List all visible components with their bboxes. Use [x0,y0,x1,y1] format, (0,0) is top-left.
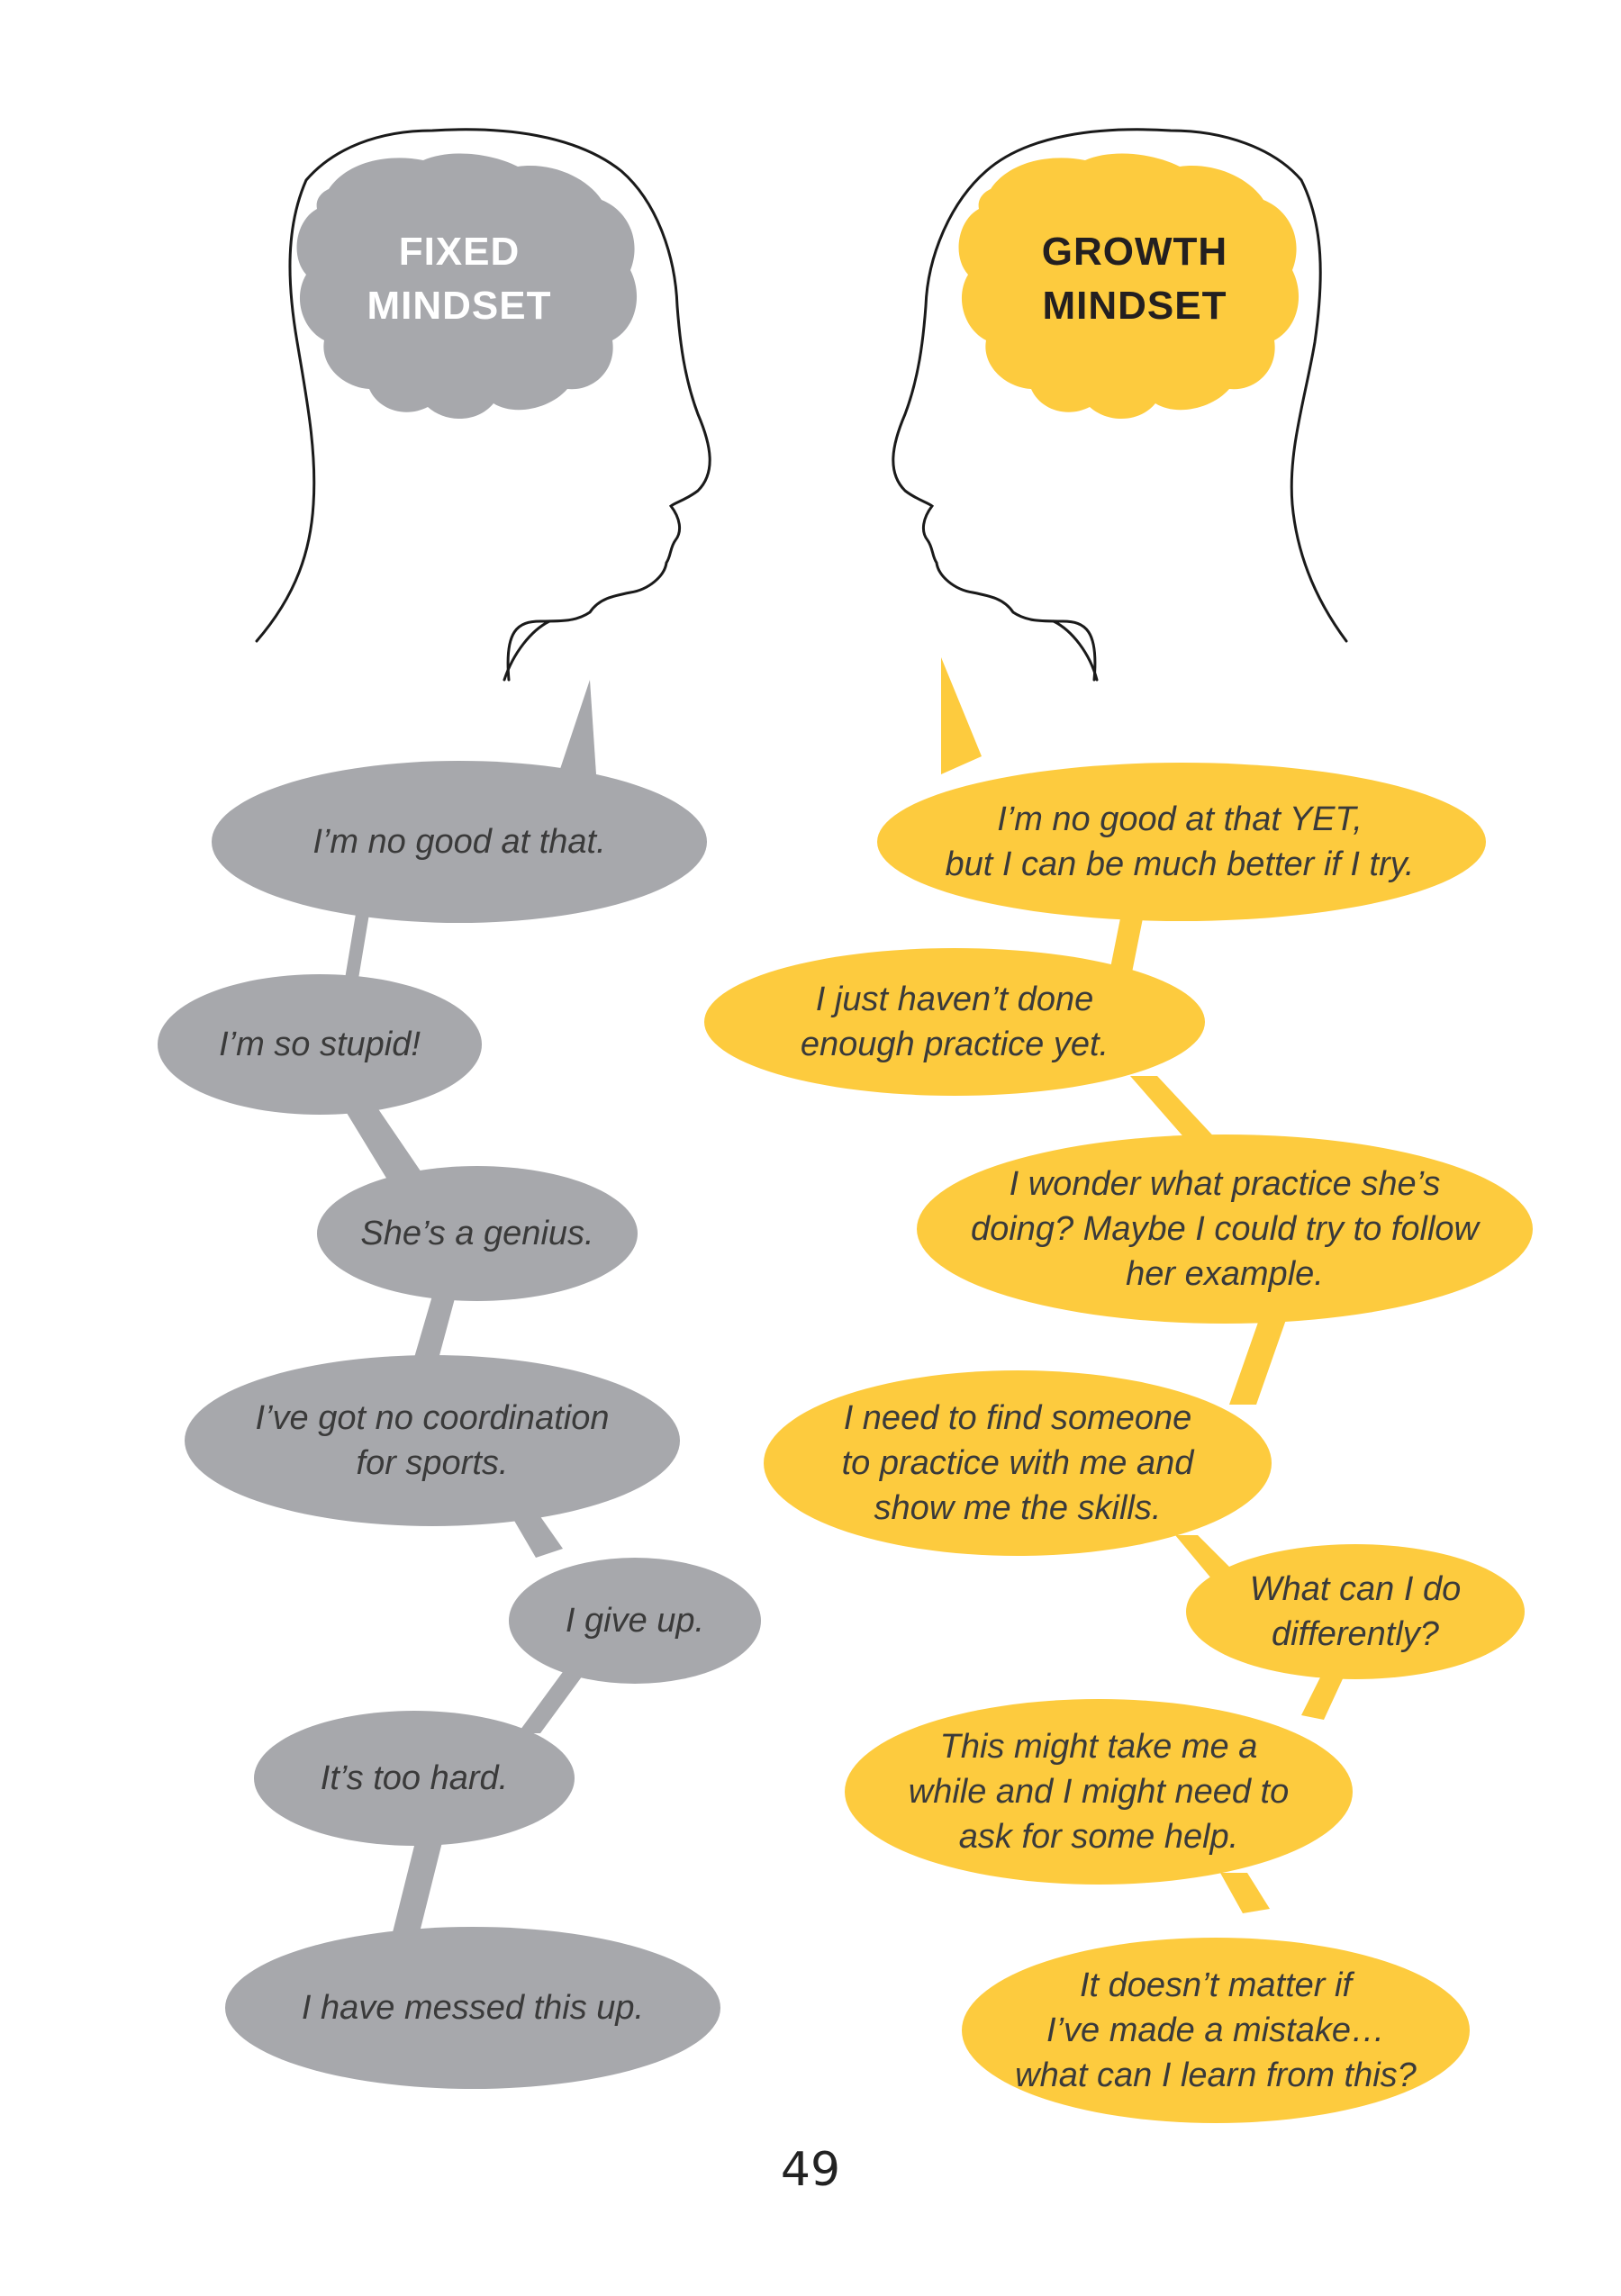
fixed-brain [296,153,638,420]
growth-head-outline [892,128,1348,682]
fixed-bubble-7 [225,1927,720,2089]
fixed-bubble-2 [158,974,482,1115]
growth-bubble-5 [1186,1544,1525,1679]
growth-bubble-7 [962,1938,1470,2123]
growth-bubble-6-text: This might take me a while and I might n… [908,1728,1290,1856]
growth-bubble-6 [845,1699,1353,1885]
fixed-mindset-label: FIXED MINDSET [315,221,603,338]
growth-label-line-1: GROWTH [1041,230,1228,274]
fixed-bubble-3-text: She’s a genius. [360,1215,594,1252]
growth-bubble-4-text: I need to find someone to practice with … [841,1399,1194,1527]
fixed-head-outline [255,128,711,682]
growth-mindset-label: GROWTH MINDSET [991,221,1279,338]
fixed-bubble-4-text: I’ve got no coordination for sports. [255,1399,610,1482]
growth-bubble-1 [877,763,1486,921]
growth-bubble-3-text: I wonder what practice she’s doing? Mayb… [971,1165,1479,1293]
growth-bubble-3 [917,1134,1533,1324]
growth-bubble-5-text: What can I do differently? [1249,1570,1462,1653]
page-number: 49 [780,2143,841,2197]
fixed-bubble-6-text: It’s too hard. [320,1759,509,1797]
growth-bubble-4 [764,1370,1272,1556]
fixed-bubble-1 [212,761,707,923]
fixed-bubble-4 [185,1355,680,1526]
fixed-bubble-2-text: I’m so stupid! [219,1026,421,1063]
fixed-bubble-6 [254,1711,575,1846]
growth-bubble-2-text: I just haven’t done enough practice yet. [800,981,1109,1063]
fixed-bubble-1-text: I’m no good at that. [312,823,606,861]
growth-tails [941,657,1351,1913]
growth-bubble-7-text: It doesn’t matter if I’ve made a mistake… [1015,1966,1417,2094]
growth-brain [958,153,1300,420]
fixed-bubble-7-text: I have messed this up. [301,1989,645,2027]
growth-label-line-2: MINDSET [1042,284,1227,328]
fixed-bubble-3 [317,1166,638,1301]
fixed-bubble-5-text: I give up. [565,1602,705,1640]
fixed-label-line-1: FIXED [398,230,521,274]
fixed-neck-line [503,619,551,682]
growth-bubble-2 [704,948,1205,1096]
growth-bubble-1-text: I’m no good at that YET, but I can be mu… [945,800,1415,883]
growth-neck-line [1052,619,1099,682]
fixed-label-line-2: MINDSET [367,284,552,328]
fixed-bubble-5 [509,1558,761,1684]
